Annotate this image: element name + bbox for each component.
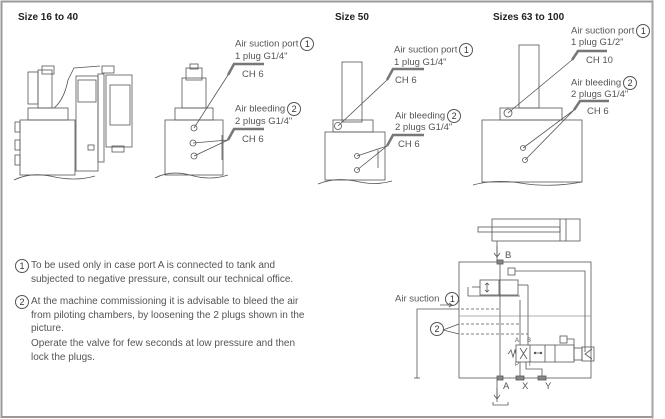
valve-size-50 [317, 61, 424, 185]
note-2: 2 At the machine commissioning it is adv… [15, 295, 311, 336]
valve-16-40-side-view [13, 65, 133, 181]
suction-plug-50: 1 plug G1/4" [394, 57, 447, 68]
bleed-plug-16-40: 2 plugs G1/4" [235, 116, 293, 127]
hydraulic-schematic [414, 218, 595, 406]
valve-port-t: T [528, 362, 532, 368]
callout-1-icon: 1 [459, 43, 474, 57]
valve-port-p: P [515, 362, 520, 368]
bleed-wrench-50: CH 6 [398, 139, 420, 150]
suction-wrench-50: CH 6 [395, 75, 417, 86]
cylinder [491, 218, 581, 242]
callout-1-icon: 1 [445, 292, 460, 306]
note-1-text: To be used only in case port A is connec… [31, 260, 294, 285]
valve-port-b: B [527, 338, 532, 344]
callout-2-icon: 2 [15, 295, 29, 309]
callout-1-icon: 1 [636, 24, 651, 38]
bleed-plug-63-100: 2 plugs G1/4" [571, 89, 629, 100]
callout-2-icon: 2 [287, 102, 302, 116]
port-label-a: A [503, 381, 510, 392]
suction-wrench-63-100: CH 10 [586, 55, 613, 66]
suction-plug-63-100: 1 plug G1/2" [571, 37, 624, 48]
section-title-size-16-40: Size 16 to 40 [18, 12, 79, 23]
section-title-size-63-100: Sizes 63 to 100 [493, 12, 565, 23]
valve-housing [458, 261, 592, 379]
note-3: Operate the valve for few seconds at low… [31, 337, 311, 364]
valve-16-40-front-view [154, 62, 264, 179]
note-3-text: Operate the valve for few seconds at low… [31, 338, 296, 363]
port-label-x: X [522, 381, 529, 392]
suction-wrench-16-40: CH 6 [242, 69, 264, 80]
suction-plug-16-40: 1 plug G1/4" [235, 51, 288, 62]
bleed-wrench-63-100: CH 6 [587, 106, 609, 117]
note-2-text: At the machine commissioning it is advis… [31, 296, 305, 334]
note-1: 1 To be used only in case port A is conn… [15, 259, 311, 286]
valve-port-a: A [515, 338, 520, 344]
callout-2-icon: 2 [430, 322, 444, 336]
valve-size-63-100 [472, 44, 609, 186]
bleed-wrench-16-40: CH 6 [242, 134, 264, 145]
callout-1-icon: 1 [15, 259, 29, 273]
bleed-plug-50: 2 plugs G1/4" [395, 122, 453, 133]
callout-2-icon: 2 [447, 109, 462, 123]
schematic-bleed-callout: 2 [428, 322, 444, 336]
callout-2-icon: 2 [623, 76, 638, 90]
port-label-b: B [505, 250, 512, 261]
section-title-size-50: Size 50 [335, 12, 369, 23]
callout-1-icon: 1 [300, 37, 315, 51]
port-label-y: Y [545, 381, 552, 392]
